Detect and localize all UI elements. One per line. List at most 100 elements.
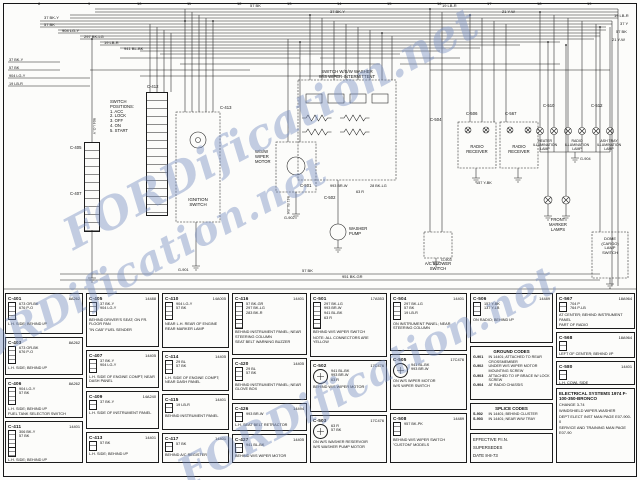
pin-stack-glyph <box>313 301 321 329</box>
connector-location: L.H. SIDE; BEHIND I/P <box>8 321 48 326</box>
part-number: 14405 <box>215 353 226 359</box>
part-number: 18A964 <box>618 295 632 301</box>
wire-code: 19 LB-R <box>404 310 418 315</box>
round-connector-glyph <box>393 362 408 378</box>
title-line: CHANGE 3-74 <box>559 402 585 408</box>
revision-line: SUPERSEDES <box>473 444 503 450</box>
connector-id: C-580 <box>559 363 573 369</box>
part-number: 17C476 <box>370 362 384 368</box>
wire-label: C-501 <box>300 183 312 188</box>
connector-location: BEHIND W/S WIPER MOTOR <box>235 454 287 459</box>
connector-note: "CUSTOM" MODELS <box>393 443 430 448</box>
wire-code: 283 BK-R <box>246 310 263 315</box>
connector-id: C-406 <box>8 380 22 386</box>
connector-box-header: C-502 17C476 <box>313 363 384 368</box>
wire-code: 993 BR-W <box>331 373 349 378</box>
wire-label: 14 <box>337 1 342 6</box>
wiper-motor-label: W/S/W WIPER MOTOR <box>255 149 271 164</box>
part-number: 14488 <box>145 295 156 301</box>
wire-code: 19 LB-R <box>176 402 190 407</box>
part-number: 14A240 <box>142 393 156 399</box>
connector-box-body: 19 LB-R <box>165 402 226 413</box>
wire-label: 19 LB-R <box>614 13 629 18</box>
connector-id: C-505 <box>393 356 407 362</box>
connector-id: C-407 <box>89 352 103 358</box>
title-block: ELECTRICAL SYSTEMS 1974 F-100-350-BRONCO… <box>556 388 635 463</box>
connector-box-body: 57 BK <box>165 441 226 452</box>
wire-list: 19 LB-R <box>176 403 190 408</box>
wire-code: 904 LG-Y <box>19 386 36 391</box>
connector-note: PART OF RADIO <box>559 323 589 328</box>
wire-label: 15 <box>387 1 392 6</box>
connector-location: ON W/S WASHER RESERVOIR <box>313 440 368 444</box>
part-number: 17A553 <box>370 295 384 301</box>
code-description: IN 14401; NEAR W/W TRAY <box>488 416 536 421</box>
connector-id: C-409 <box>89 393 103 399</box>
revision-block: EFFECTIVE P.I.N. SUPERSEDES DATE 8-8-73 <box>470 433 553 463</box>
connector-id: C-403 <box>8 339 22 345</box>
ignition-switch-label: IGNITION SWITCH <box>188 197 208 208</box>
code-id: G-902 <box>473 364 484 369</box>
wire-label: 993 BR-W <box>330 184 348 188</box>
connector-id: C-504 <box>393 295 407 301</box>
connector-location: L.H. COWL SIDE <box>559 381 589 385</box>
connector-id: C-502 <box>313 362 327 368</box>
connector-location: L.H. SIDE OF ENGINE COMPT; NEAR DASH PAN… <box>89 374 155 384</box>
wire-code: 993 BR-W <box>324 306 342 311</box>
wire-label: 13 <box>287 1 292 6</box>
part-number: 18A964 <box>618 334 632 340</box>
wire-code: 306 BK-Y <box>19 429 36 434</box>
wire-label: 157 Y-BK <box>476 181 492 185</box>
code-id: G-901 <box>473 355 484 359</box>
connector-location: NEAR L.H. REAR OF ENGINE <box>165 321 218 326</box>
part-number: 8A262 <box>68 295 80 301</box>
wire-code: 37 BK-Y <box>100 301 115 306</box>
wire-code: 904 LG-Y <box>100 306 117 311</box>
connector-location: BEHIND INSTRUMENT PANEL; NEAR STEERING C… <box>235 330 302 339</box>
connector-box-body: 941 BL-BK <box>235 442 304 453</box>
wire-label: C-407 <box>70 191 82 196</box>
pin-stack-glyph <box>89 301 97 317</box>
front-marker-lamps-label: FRONT MARKER LAMPS <box>549 217 567 232</box>
wire-code: 57 BK-GR <box>246 301 264 306</box>
wire-label: 37 BK-Y <box>9 57 24 62</box>
connector-id: C-416 <box>235 295 249 301</box>
revision-line: DATE 8-8-73 <box>473 452 498 458</box>
wire-label: ASH TRAY ILLUMINATION LAMP <box>596 139 622 152</box>
connector-location: ON RADIO; BEHIND I/P <box>473 317 514 322</box>
codes-title: SPLICE CODES <box>495 405 528 411</box>
part-number: 14A005 <box>212 295 226 301</box>
wire-label: C-510 <box>543 103 555 108</box>
wire-code: 941 BL-BK <box>246 442 265 447</box>
wire-code: 57 BK <box>176 364 187 369</box>
connector-location: BEHIND A/C REGISTER <box>165 453 207 458</box>
part-number: 14405 <box>293 436 304 442</box>
connector-box-body <box>559 340 632 351</box>
revision-line: EFFECTIVE P.I.N. <box>473 436 509 442</box>
